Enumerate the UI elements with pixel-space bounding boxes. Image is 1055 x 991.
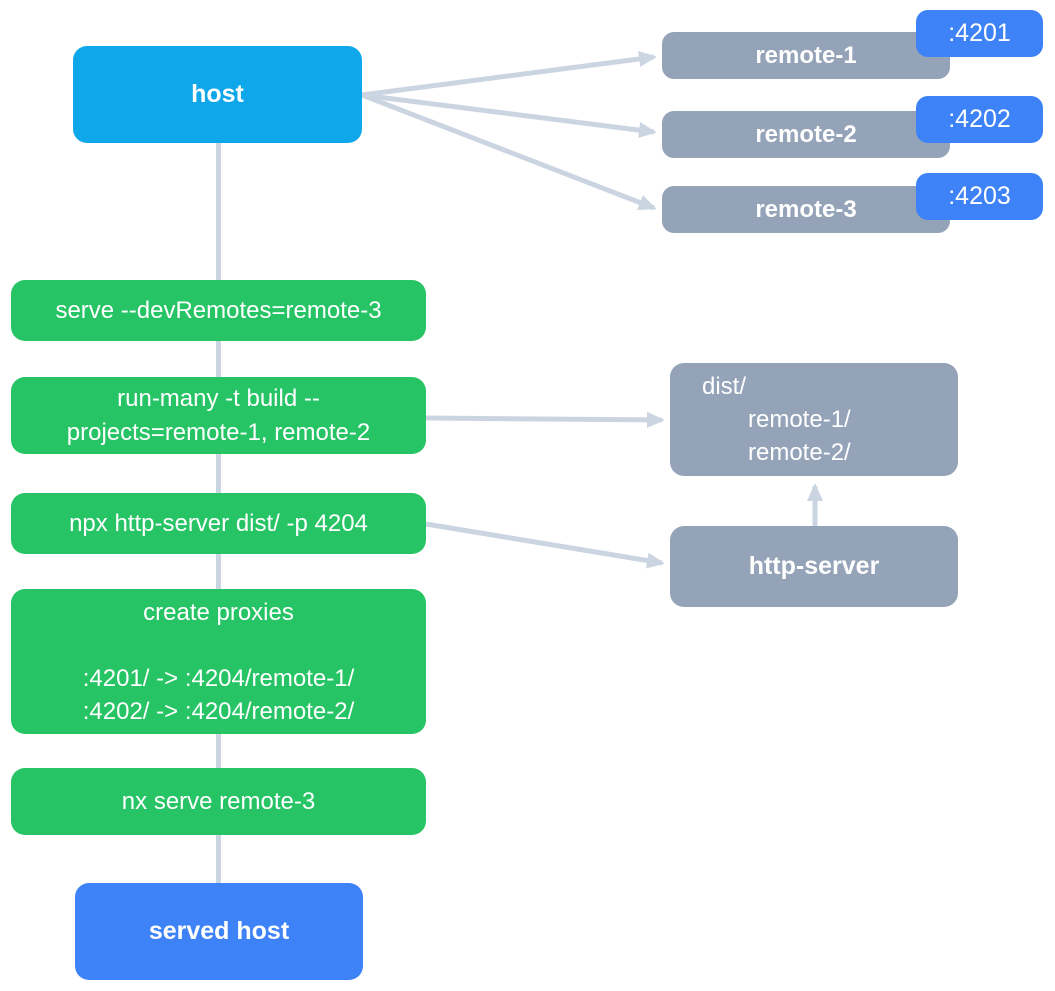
arrow-npx-httpserver [425, 521, 665, 569]
dist-remote-2-line: remote-2/ [748, 439, 851, 466]
remote-2-label: remote-2 [755, 120, 857, 148]
proxy-mapping-2: :4202/ -> :4204/remote-2/ [82, 697, 355, 725]
command-create-proxies: create proxies :4201/ -> :4204/remote-1/… [11, 589, 426, 734]
command-npx-label: npx http-server dist/ -p 4204 [69, 509, 368, 537]
http-server-label: http-server [748, 552, 880, 580]
remote-2-node: remote-2 [662, 111, 950, 158]
command-serve-devremotes: serve --devRemotes=remote-3 [11, 280, 426, 341]
arrow-runmany-dist [425, 411, 665, 428]
arrow-host-remote-3 [361, 92, 657, 211]
command-run-many-line2: projects=remote-1, remote-2 [66, 418, 371, 446]
host-label: host [191, 80, 244, 108]
port-4202-label: :4202 [948, 105, 1011, 133]
remote-1-node: remote-1 [662, 32, 950, 79]
command-run-many: run-many -t build -- projects=remote-1, … [11, 377, 426, 454]
port-4201-label: :4201 [948, 19, 1011, 47]
served-host-node: served host [75, 883, 363, 980]
dist-folder-node: dist/ remote-1/ remote-2/ [670, 363, 958, 476]
create-proxies-title: create proxies [143, 598, 294, 626]
dist-root-line: dist/ [702, 373, 747, 400]
http-server-node: http-server [670, 526, 958, 607]
remote-3-node: remote-3 [662, 186, 950, 233]
host-node: host [73, 46, 362, 143]
command-npx-http-server: npx http-server dist/ -p 4204 [11, 493, 426, 554]
command-run-many-line1: run-many -t build -- [117, 384, 320, 412]
port-badge-4203: :4203 [916, 173, 1043, 220]
dist-remote-1-line: remote-1/ [748, 406, 851, 433]
port-4203-label: :4203 [948, 182, 1011, 210]
remote-3-label: remote-3 [755, 195, 857, 223]
proxy-mapping-1: :4201/ -> :4204/remote-1/ [82, 664, 355, 692]
remote-1-label: remote-1 [755, 41, 857, 69]
arrow-host-remote-1 [361, 51, 657, 98]
served-host-label: served host [148, 917, 290, 945]
command-nx-serve-label: nx serve remote-3 [121, 787, 316, 815]
port-badge-4202: :4202 [916, 96, 1043, 143]
port-badge-4201: :4201 [916, 10, 1043, 57]
arrow-host-remote-2 [361, 92, 657, 139]
command-nx-serve-remote-3: nx serve remote-3 [11, 768, 426, 835]
command-serve-label: serve --devRemotes=remote-3 [55, 296, 382, 324]
